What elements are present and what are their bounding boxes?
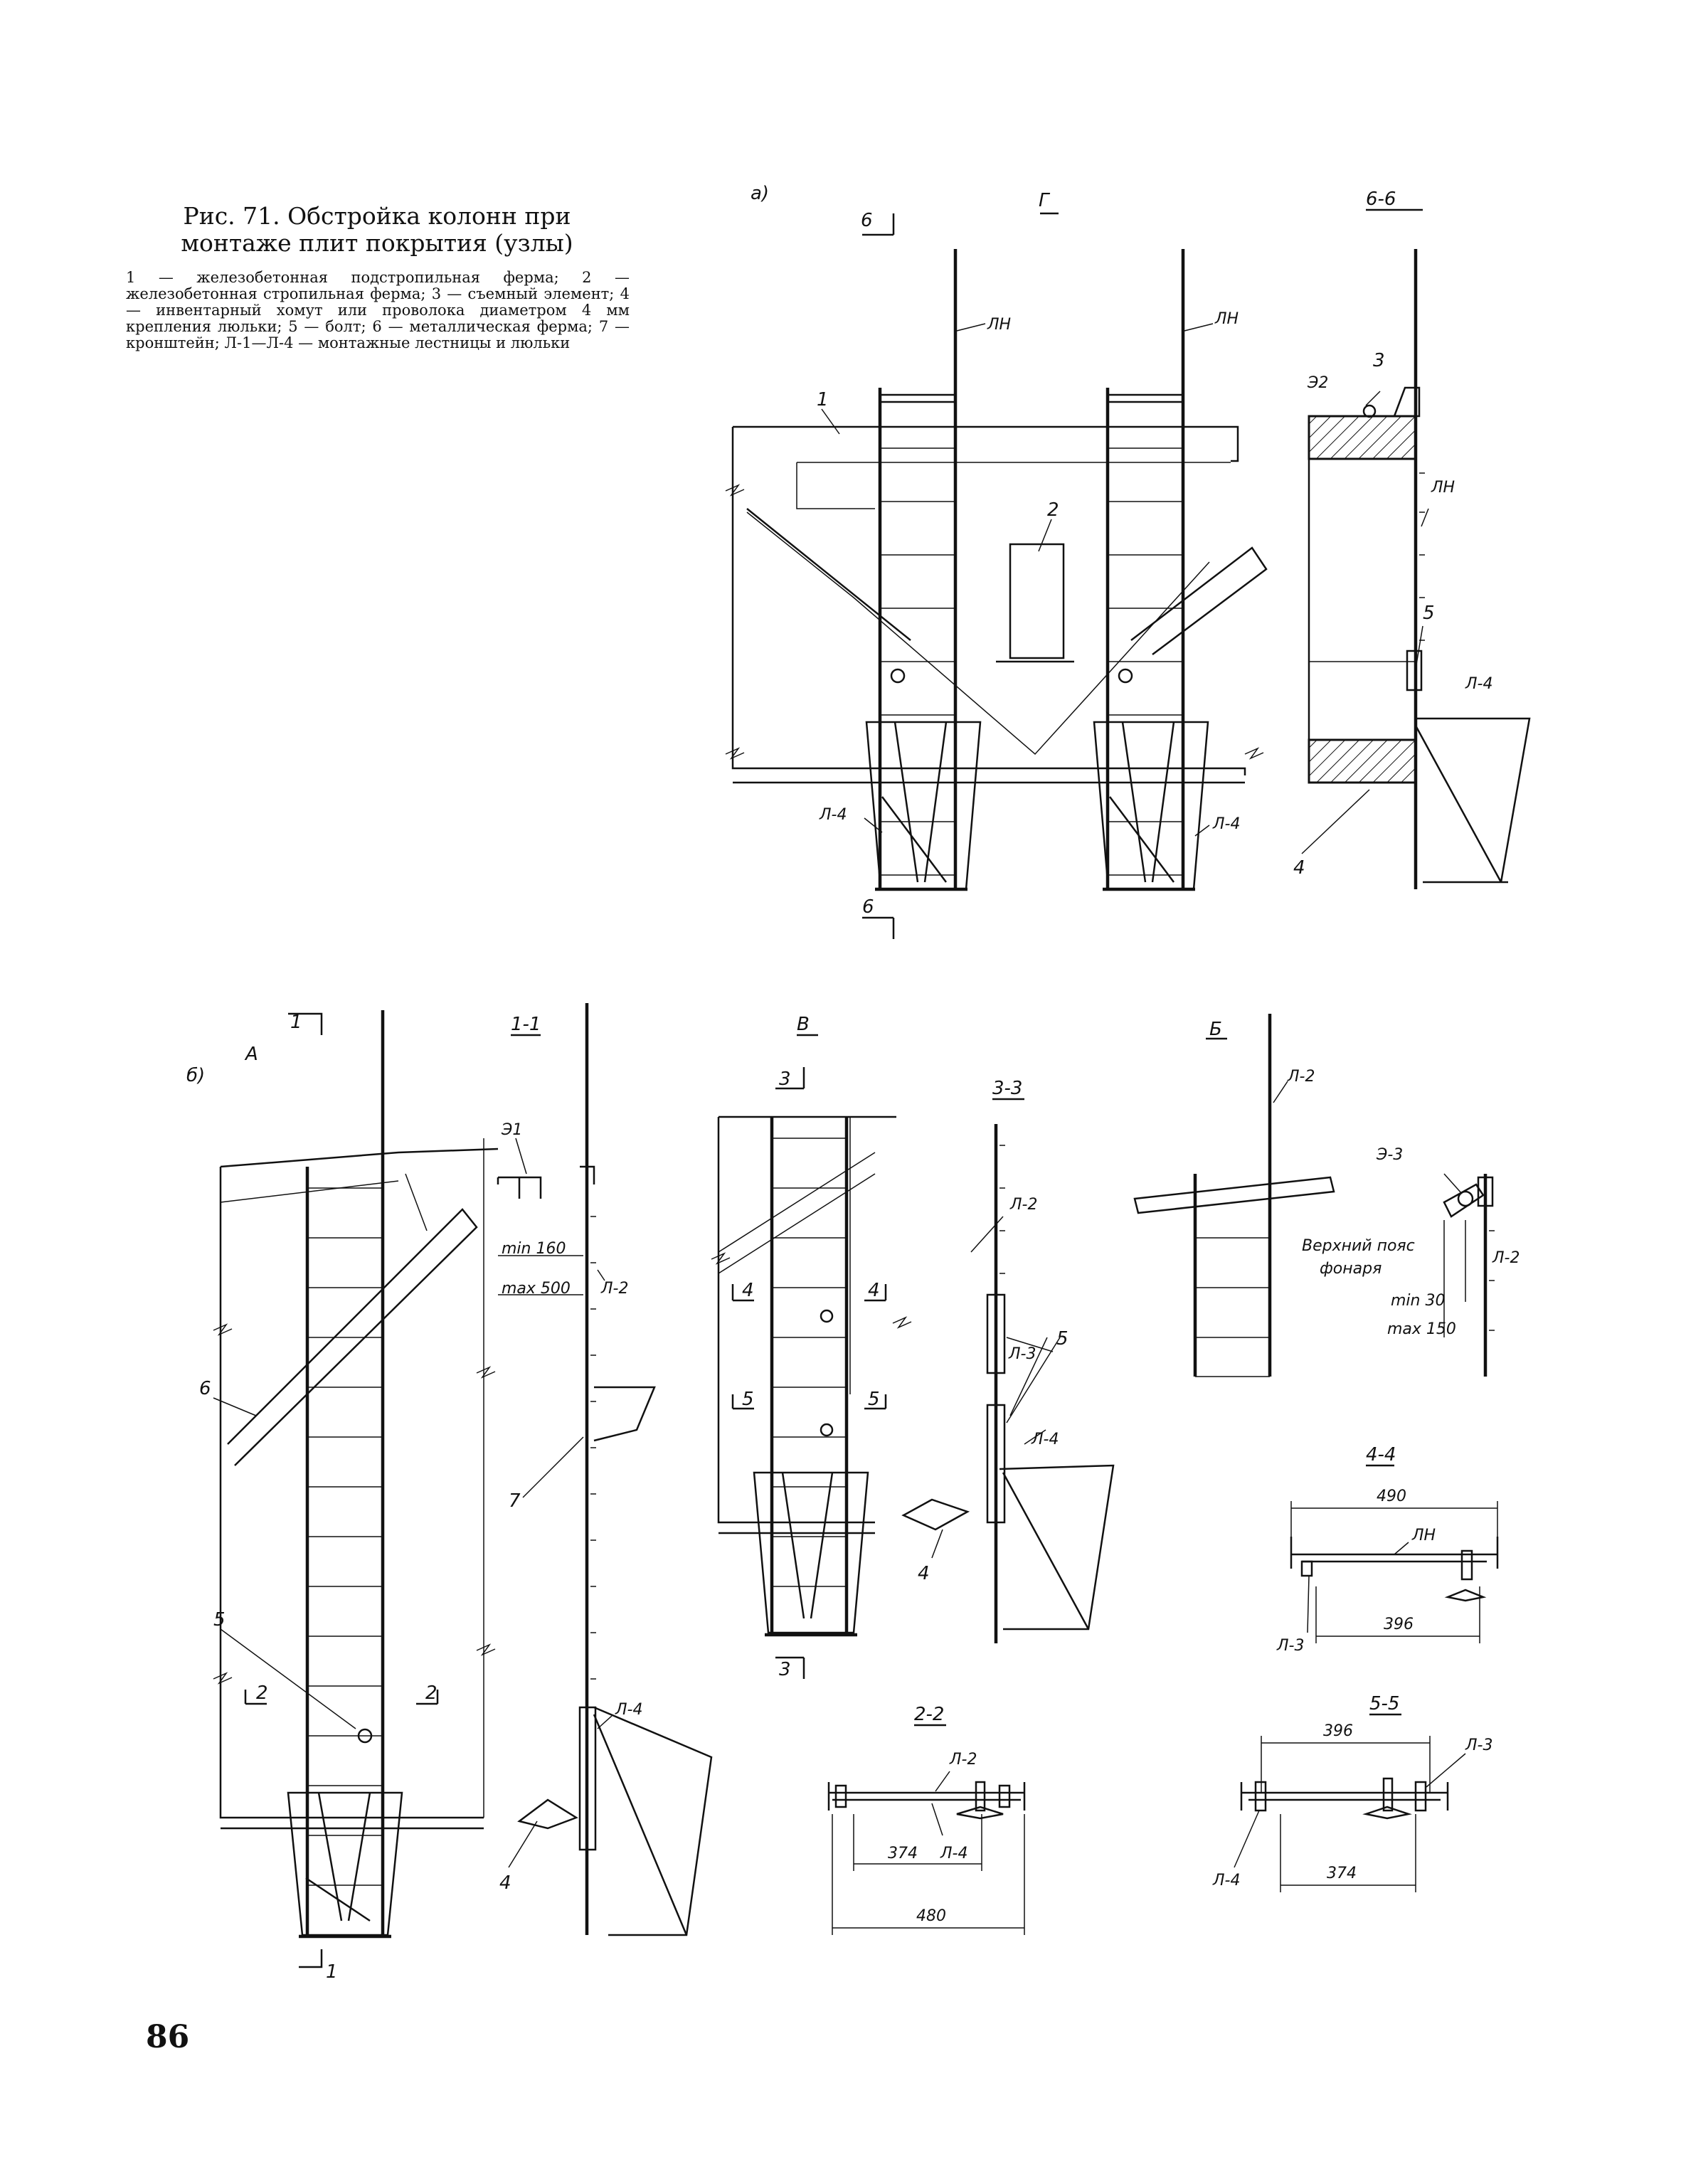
callout-3: 3	[1373, 350, 1385, 371]
callout-ln-44: ЛН	[1411, 1527, 1436, 1544]
fig-b-label: б)	[186, 1065, 205, 1086]
section-5-5-title: 5-5	[1369, 1693, 1399, 1714]
dim-374-55: 374	[1327, 1865, 1357, 1882]
section-3-3-drawing: 3-3 Л-2 Л-3 5 Л-4 4	[901, 1078, 1115, 1643]
callout-4-66: 4	[1293, 857, 1305, 879]
section-4-4-title: 4-4	[1366, 1444, 1396, 1465]
dim-396-44: 396	[1384, 1616, 1414, 1633]
section-3-top-mark: 3	[779, 1069, 791, 1090]
callout-e1: Э1	[501, 1121, 522, 1139]
callout-l2-22: Л-2	[949, 1751, 977, 1769]
section-2-left-mark: 2	[256, 1682, 268, 1704]
callout-ln-1: ЛН	[987, 316, 1011, 334]
callout-l4-66: Л-4	[1465, 675, 1492, 693]
callout-l4-11: Л-4	[615, 1701, 642, 1719]
section-2-2-title: 2-2	[914, 1704, 944, 1725]
section-2-right-mark: 2	[425, 1682, 438, 1704]
view-g-drawing: а) Г 6 6 1 2 ЛН ЛН Л-4 Л-4	[725, 183, 1268, 939]
section-2-2-drawing: 2-2 Л-2 374 Л-4 480	[827, 1704, 1026, 1935]
view-b-drawing: Б Л-2	[1133, 1014, 1335, 1377]
callout-4-11: 4	[499, 1872, 511, 1894]
callout-4-33: 4	[918, 1563, 930, 1584]
section-6-6-drawing: 6-6 3 Э2 ЛН 5 Л-4 4	[1293, 189, 1531, 889]
upper-belt-label-2: фонаря	[1320, 1260, 1382, 1278]
section-4-right-mark: 4	[868, 1280, 880, 1301]
callout-l2-33: Л-2	[1009, 1196, 1037, 1214]
dim-min160: min 160	[502, 1240, 566, 1258]
dim-490: 490	[1377, 1488, 1406, 1505]
callout-5-33: 5	[1056, 1328, 1068, 1350]
page-number: 86	[146, 2019, 190, 2055]
section-3-3-title: 3-3	[992, 1078, 1022, 1099]
section-6-bottom-mark: 6	[862, 896, 874, 918]
callout-l4-a1: Л-4	[819, 806, 847, 824]
dim-396-55: 396	[1323, 1722, 1353, 1740]
section-5-left-mark: 5	[742, 1389, 754, 1410]
callout-5-66: 5	[1423, 603, 1435, 624]
dim-max500: max 500	[502, 1280, 571, 1298]
section-1-1-drawing: 1-1 Э1 min 160 max 500 Л-2 7 Л-4 4	[497, 1003, 713, 1936]
section-1-bottom-mark: 1	[326, 1961, 338, 1983]
figure-legend: 1 — железобетонная подстропильная ферма;…	[126, 269, 630, 351]
callout-l3-44: Л-3	[1276, 1637, 1304, 1655]
callout-l2-b: Л-2	[1287, 1068, 1315, 1086]
figure-caption: Рис. 71. Обстройка колонн при монтаже пл…	[124, 203, 630, 351]
section-3-bottom-mark: 3	[779, 1659, 791, 1680]
callout-ln-66: ЛН	[1431, 479, 1455, 497]
callout-ln-2: ЛН	[1214, 310, 1239, 328]
section-4-left-mark: 4	[742, 1280, 754, 1301]
section-1-1-title: 1-1	[511, 1014, 541, 1035]
section-1-top-mark: 1	[290, 1012, 302, 1033]
upper-belt-label-1: Верхний пояс	[1302, 1237, 1415, 1255]
view-b-title: Б	[1209, 1019, 1222, 1040]
dim-374-22: 374	[888, 1845, 918, 1862]
view-v-title: В	[797, 1014, 810, 1035]
dim-min30: min 30	[1391, 1292, 1445, 1310]
view-g-title: Г	[1039, 190, 1051, 211]
callout-l2-e3: Л-2	[1492, 1249, 1520, 1267]
callout-l4-33: Л-4	[1031, 1431, 1059, 1448]
callout-5-a: 5	[213, 1609, 226, 1631]
callout-2: 2	[1047, 499, 1059, 521]
callout-1: 1	[817, 389, 829, 410]
fig-a-label: а)	[751, 183, 769, 204]
callout-7: 7	[509, 1490, 521, 1512]
callout-l4-22: Л-4	[940, 1845, 967, 1862]
view-v-drawing: В 3 3 4 4 5 5	[711, 1014, 912, 1680]
callout-6: 6	[199, 1378, 211, 1399]
callout-e2: Э2	[1307, 374, 1328, 392]
callout-l3-33: Л-3	[1008, 1345, 1036, 1363]
callout-l3-55: Л-3	[1465, 1737, 1492, 1754]
callout-e3: Э-3	[1376, 1146, 1403, 1164]
view-a-drawing: б) А 1 1 6 5 2 2	[186, 1010, 499, 1983]
section-6-top-mark: 6	[861, 210, 873, 231]
figure-title: Рис. 71. Обстройка колонн при монтаже пл…	[181, 202, 573, 257]
callout-l4-a2: Л-4	[1212, 815, 1240, 833]
view-a-title: А	[244, 1044, 258, 1065]
callout-l4-55: Л-4	[1212, 1872, 1240, 1889]
section-4-4-drawing: 4-4 490 ЛН 396 Л-3	[1276, 1444, 1499, 1655]
section-5-right-mark: 5	[868, 1389, 880, 1410]
dim-480: 480	[916, 1907, 946, 1925]
section-6-6-title: 6-6	[1366, 189, 1396, 210]
e3-detail-drawing: Э-3 Верхний пояс фонаря min 30 max 150 Л…	[1302, 1146, 1520, 1377]
section-5-5-drawing: 5-5 396 Л-3 374 Л-4	[1212, 1693, 1492, 1892]
dim-max150: max 150	[1387, 1320, 1456, 1338]
callout-l2-11: Л-2	[600, 1280, 628, 1298]
